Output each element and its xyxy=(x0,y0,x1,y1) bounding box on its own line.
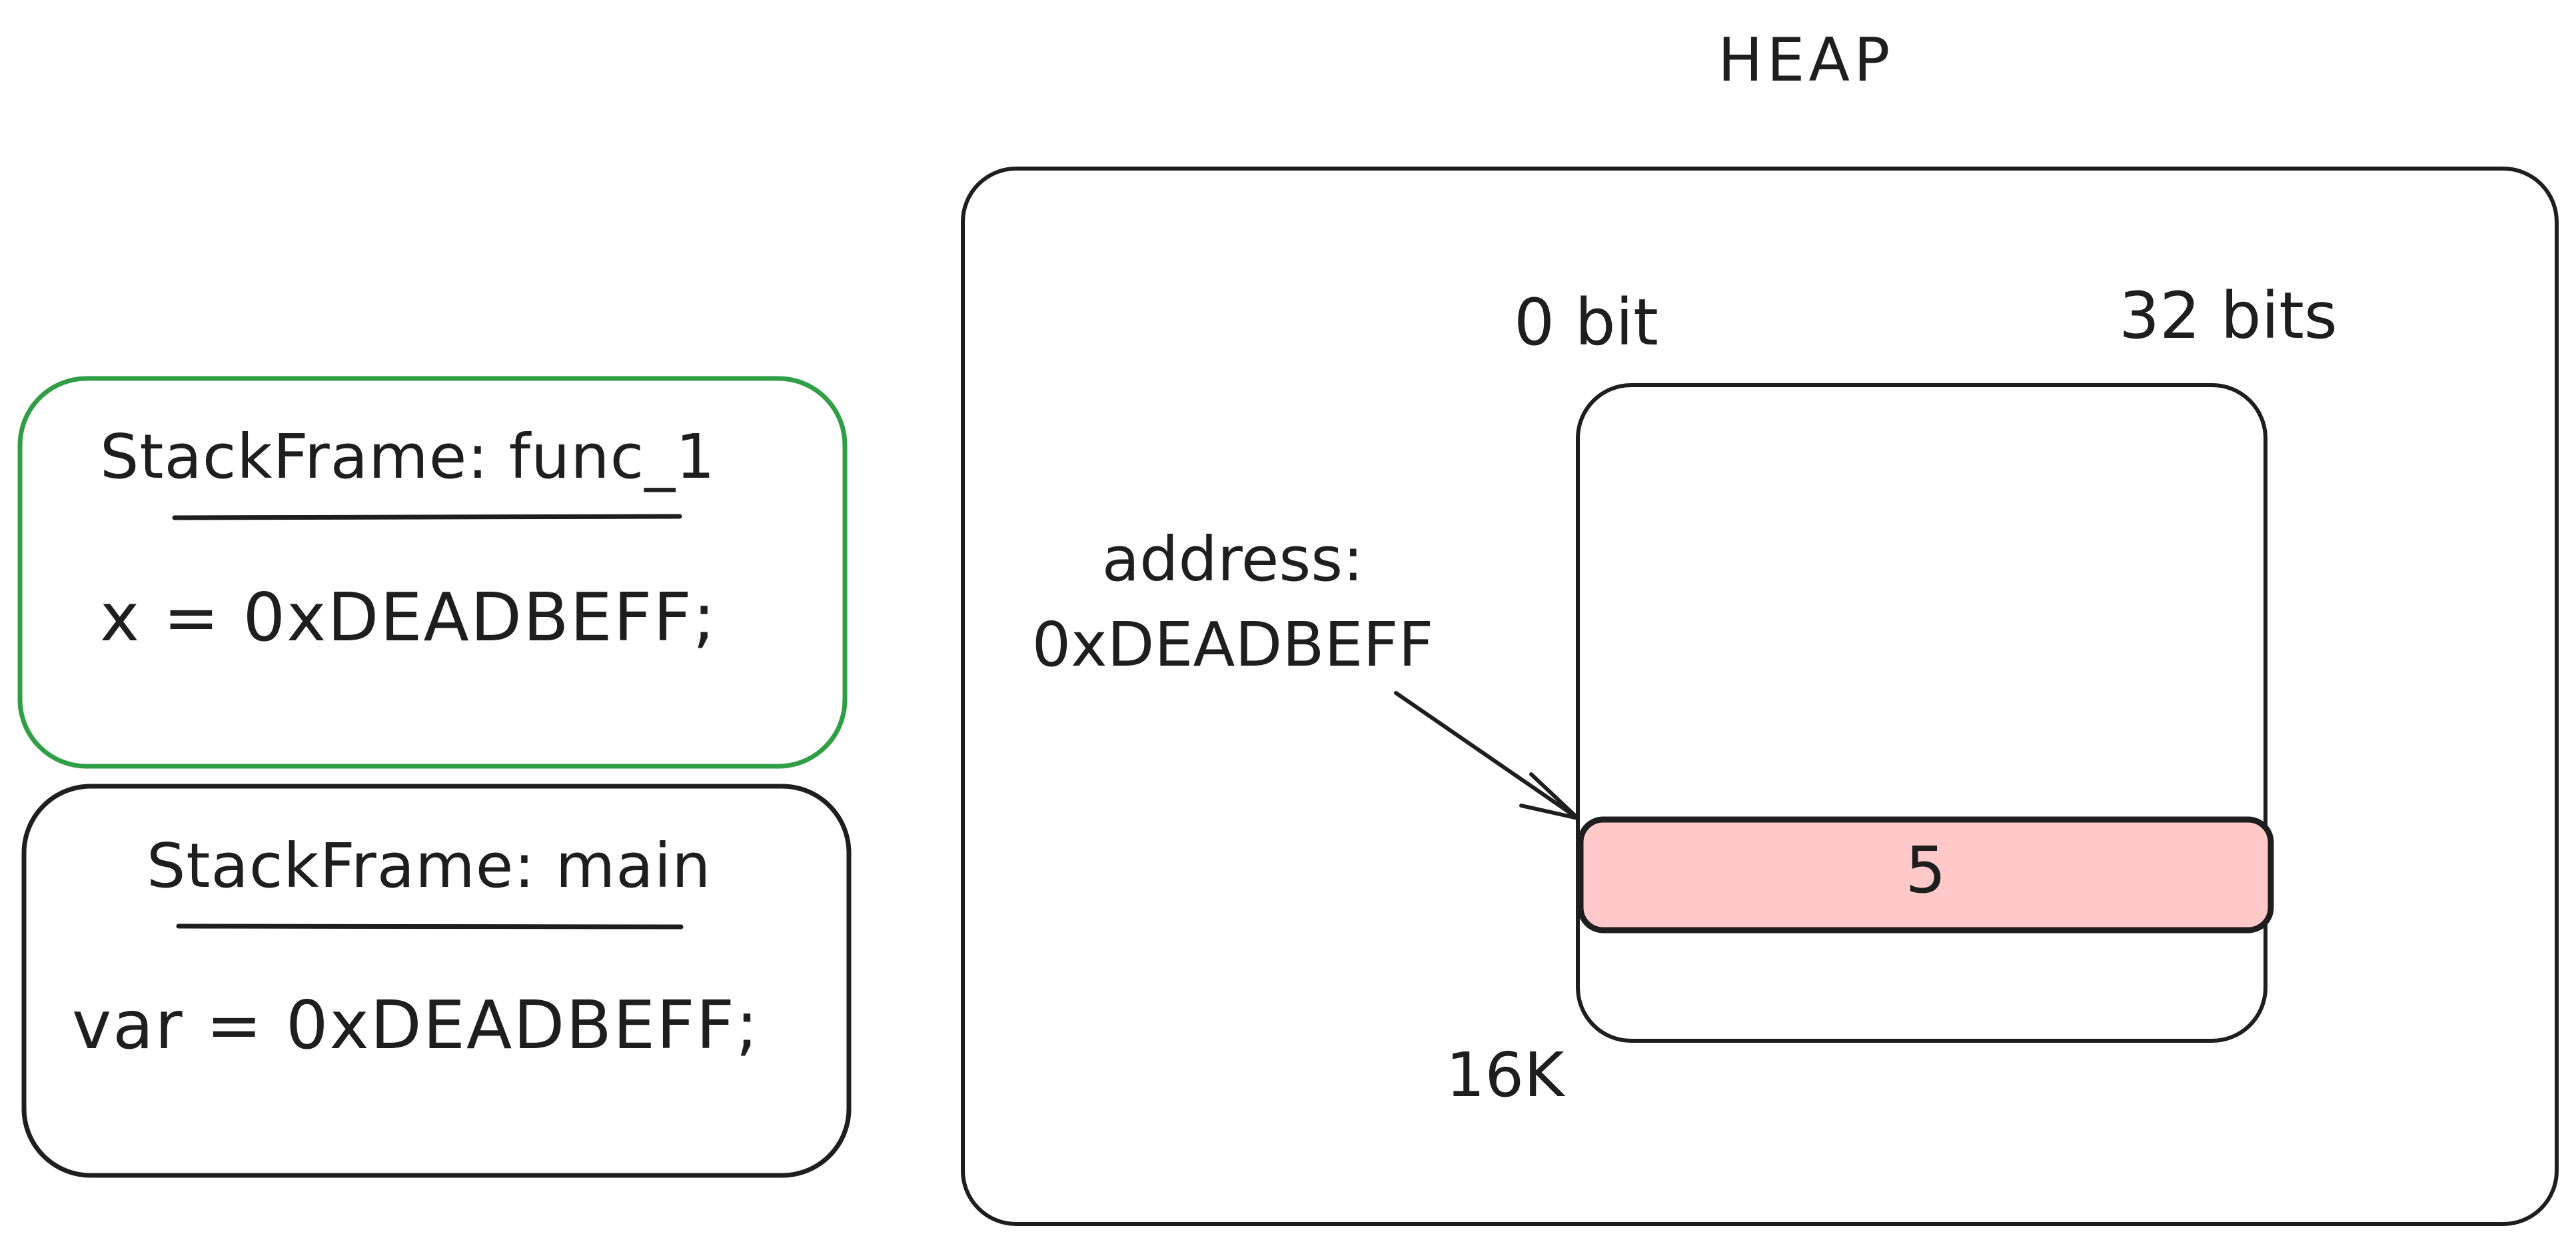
bit-end-label: 32 bits xyxy=(2119,279,2337,353)
allocated-memory-cell[interactable] xyxy=(1577,816,2274,933)
memory-block-box[interactable] xyxy=(1576,383,2267,1043)
heap-size-label: 16K xyxy=(1446,1039,1565,1111)
heap-title: HEAP xyxy=(1718,25,1894,95)
bit-start-label: 0 bit xyxy=(1514,285,1658,360)
stack-frame-func1-title-underline xyxy=(172,514,682,520)
stack-frame-main-title: StackFrame: main xyxy=(147,830,712,902)
stack-frame-main-box[interactable] xyxy=(21,784,852,1178)
pointer-arrow xyxy=(1394,691,1580,820)
allocated-cell-value: 5 xyxy=(1905,833,1946,908)
address-label: address: 0xDEADBEFF xyxy=(973,517,1493,688)
address-label-line1: address: xyxy=(1101,524,1364,595)
heap-region-box[interactable] xyxy=(961,167,2559,1226)
stack-frame-main-title-underline xyxy=(176,924,684,930)
stack-frame-func1-code: x = 0xDEADBEFF; xyxy=(100,578,717,656)
arrowhead-icon xyxy=(1519,772,1580,820)
stack-frame-main-code: var = 0xDEADBEFF; xyxy=(72,986,760,1064)
stack-frame-func1-title: StackFrame: func_1 xyxy=(100,421,716,492)
stack-frame-func1-box[interactable] xyxy=(17,376,848,769)
address-label-line2: 0xDEADBEFF xyxy=(1031,609,1434,680)
